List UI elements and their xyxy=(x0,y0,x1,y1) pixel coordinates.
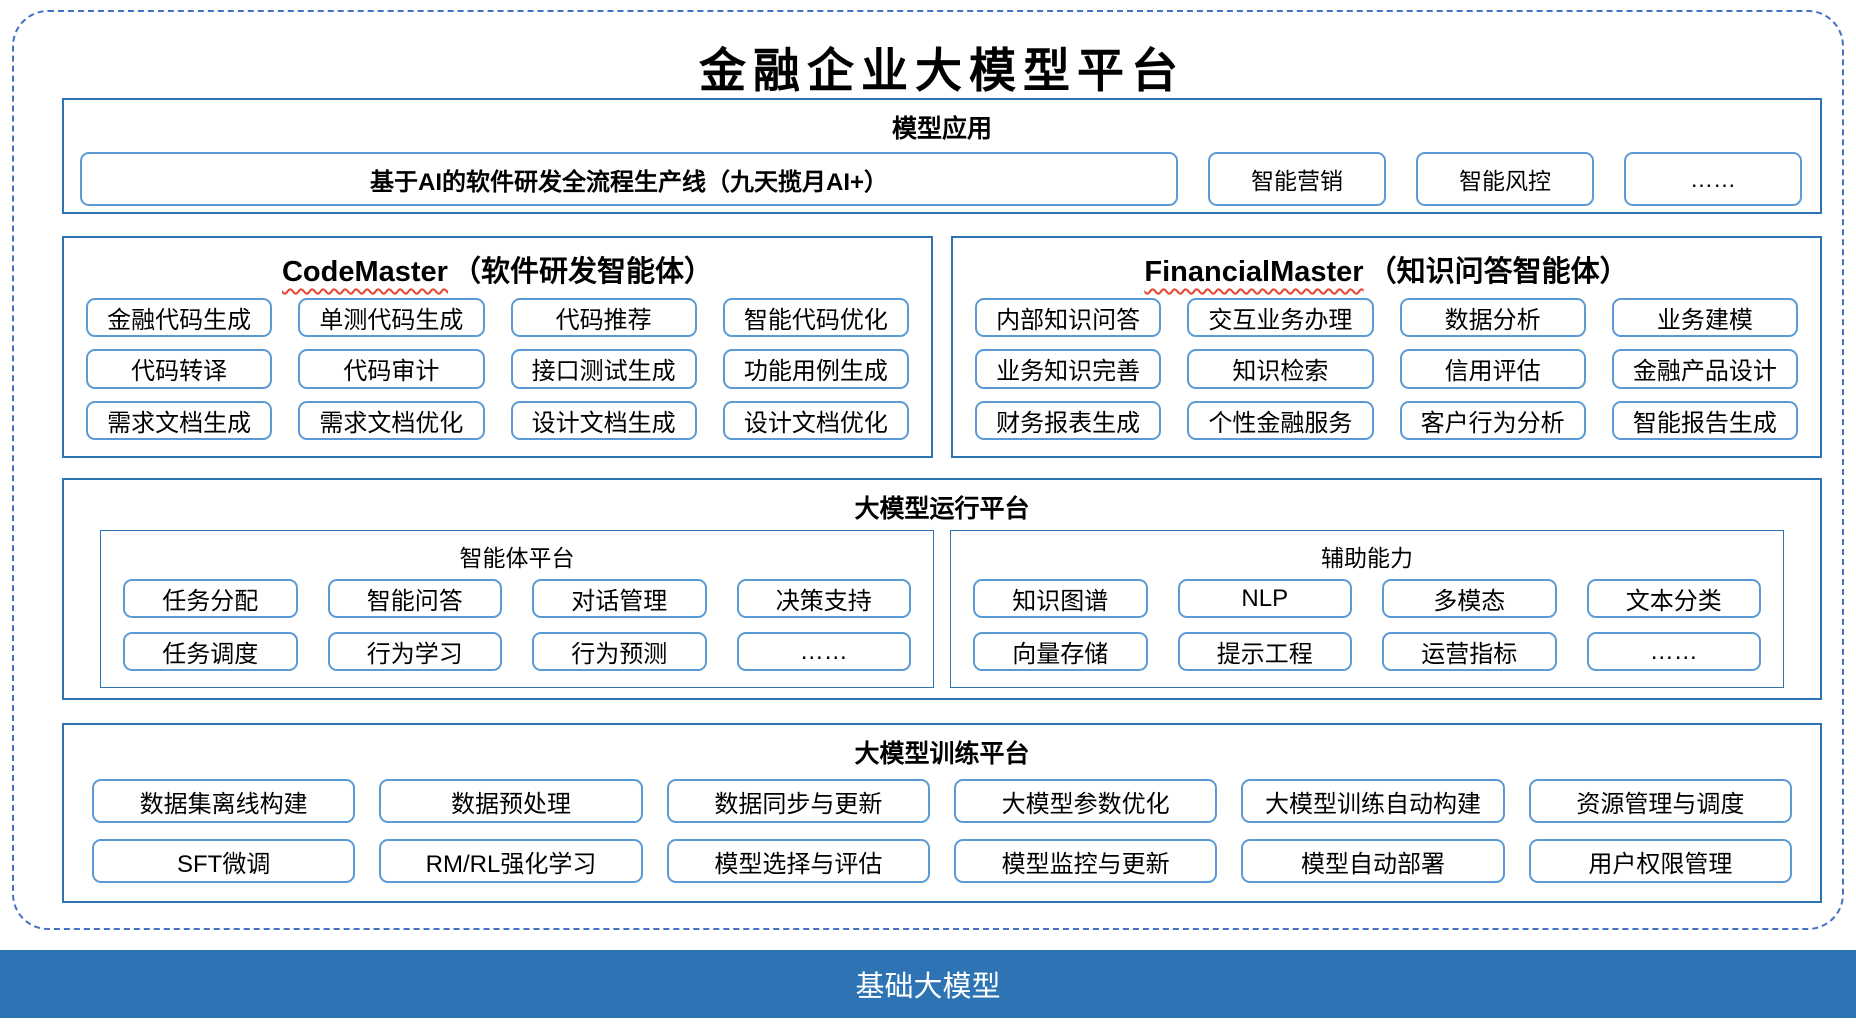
financialmaster-item-box: 客户行为分析 xyxy=(1399,400,1586,440)
training-item-box: 资源管理与调度 xyxy=(1528,779,1792,823)
agent-platform-item-box: …… xyxy=(736,632,911,671)
codemaster-item-box: 需求文档生成 xyxy=(86,400,273,440)
auxiliary-item-box: 提示工程 xyxy=(1177,632,1352,671)
agent-platform-item-box: 行为学习 xyxy=(327,632,502,671)
agent-platform-header: 智能体平台 xyxy=(459,545,575,571)
auxiliary-item-box: …… xyxy=(1586,632,1761,671)
training-platform-header: 大模型训练平台 xyxy=(854,740,1030,768)
agents-row: CodeMaster（软件研发智能体） 金融代码生成 单测代码生成 代码推荐 智… xyxy=(62,236,1822,458)
codemaster-item-box: 金融代码生成 xyxy=(86,298,273,338)
section-training-platform: 大模型训练平台 数据集离线构建 数据预处理 数据同步与更新 大模型参数优化 大模… xyxy=(62,723,1822,903)
foundation-model-label: 基础大模型 xyxy=(855,971,1001,1003)
training-item-box: 大模型参数优化 xyxy=(954,779,1218,823)
training-platform-grid: 数据集离线构建 数据预处理 数据同步与更新 大模型参数优化 大模型训练自动构建 … xyxy=(64,775,1820,901)
model-applications-row: 基于AI的软件研发全流程生产线（九天揽月AI+） 智能营销 智能风控 …… xyxy=(64,150,1820,206)
training-item-box: 模型监控与更新 xyxy=(954,839,1218,883)
training-item-box: 数据同步与更新 xyxy=(666,779,930,823)
codemaster-item-box: 代码推荐 xyxy=(510,298,697,338)
financialmaster-item-box: 交互业务办理 xyxy=(1187,298,1374,338)
runtime-platform-header: 大模型运行平台 xyxy=(854,495,1030,523)
codemaster-name-cn: （软件研发智能体） xyxy=(451,256,713,288)
app-more-box: …… xyxy=(1624,152,1802,206)
financialmaster-item-box: 数据分析 xyxy=(1399,298,1586,338)
codemaster-item-box: 代码转译 xyxy=(86,349,273,389)
agent-platform-item-box: 对话管理 xyxy=(532,579,707,618)
financialmaster-item-box: 金融产品设计 xyxy=(1611,349,1798,389)
financialmaster-name-en: FinancialMaster xyxy=(1144,256,1364,288)
codemaster-item-box: 单测代码生成 xyxy=(298,298,485,338)
section-runtime-platform: 大模型运行平台 智能体平台 任务分配 智能问答 对话管理 决策支持 任务调度 行… xyxy=(62,478,1822,700)
financialmaster-grid: 内部知识问答 交互业务办理 数据分析 业务建模 业务知识完善 知识检索 信用评估… xyxy=(953,296,1820,456)
auxiliary-item-box: 多模态 xyxy=(1382,579,1557,618)
codemaster-item-box: 设计文档生成 xyxy=(510,400,697,440)
agent-platform-item-box: 任务调度 xyxy=(123,632,298,671)
training-item-box: 大模型训练自动构建 xyxy=(1241,779,1505,823)
codemaster-item-box: 功能用例生成 xyxy=(722,349,909,389)
training-item-box: 模型选择与评估 xyxy=(666,839,930,883)
codemaster-grid: 金融代码生成 单测代码生成 代码推荐 智能代码优化 代码转译 代码审计 接口测试… xyxy=(64,296,931,456)
agent-platform-item-box: 行为预测 xyxy=(532,632,707,671)
financialmaster-name-cn: （知识问答智能体） xyxy=(1367,256,1629,288)
financialmaster-item-box: 信用评估 xyxy=(1399,349,1586,389)
training-item-box: 数据集离线构建 xyxy=(92,779,356,823)
app-smart-marketing-box: 智能营销 xyxy=(1208,152,1386,206)
agent-platform-grid: 任务分配 智能问答 对话管理 决策支持 任务调度 行为学习 行为预测 …… xyxy=(101,575,933,687)
agent-platform-item-box: 决策支持 xyxy=(736,579,911,618)
financialmaster-item-box: 业务知识完善 xyxy=(975,349,1162,389)
codemaster-item-box: 接口测试生成 xyxy=(510,349,697,389)
financialmaster-header: FinancialMaster（知识问答智能体） xyxy=(953,238,1820,296)
codemaster-item-box: 代码审计 xyxy=(298,349,485,389)
model-applications-header: 模型应用 xyxy=(891,115,992,143)
auxiliary-capability-box: 辅助能力 知识图谱 NLP 多模态 文本分类 向量存储 提示工程 运营指标 …… xyxy=(950,530,1784,688)
auxiliary-item-box: NLP xyxy=(1177,579,1352,618)
auxiliary-item-box: 运营指标 xyxy=(1382,632,1557,671)
section-codemaster: CodeMaster（软件研发智能体） 金融代码生成 单测代码生成 代码推荐 智… xyxy=(62,236,933,458)
agent-platform-box: 智能体平台 任务分配 智能问答 对话管理 决策支持 任务调度 行为学习 行为预测… xyxy=(100,530,934,688)
section-model-applications: 模型应用 基于AI的软件研发全流程生产线（九天揽月AI+） 智能营销 智能风控 … xyxy=(62,98,1822,214)
training-item-box: RM/RL强化学习 xyxy=(379,839,643,883)
auxiliary-item-box: 知识图谱 xyxy=(973,579,1148,618)
codemaster-item-box: 智能代码优化 xyxy=(722,298,909,338)
financialmaster-item-box: 业务建模 xyxy=(1611,298,1798,338)
foundation-model-bar: 基础大模型 xyxy=(0,950,1856,1018)
runtime-row: 智能体平台 任务分配 智能问答 对话管理 决策支持 任务调度 行为学习 行为预测… xyxy=(64,530,1820,702)
training-item-box: 用户权限管理 xyxy=(1528,839,1792,883)
financialmaster-item-box: 知识检索 xyxy=(1187,349,1374,389)
codemaster-item-box: 需求文档优化 xyxy=(298,400,485,440)
agent-platform-item-box: 智能问答 xyxy=(327,579,502,618)
auxiliary-capability-grid: 知识图谱 NLP 多模态 文本分类 向量存储 提示工程 运营指标 …… xyxy=(951,575,1783,687)
codemaster-name-en: CodeMaster xyxy=(281,256,448,288)
financialmaster-item-box: 财务报表生成 xyxy=(975,400,1162,440)
auxiliary-item-box: 向量存储 xyxy=(973,632,1148,671)
app-pipeline-box: 基于AI的软件研发全流程生产线（九天揽月AI+） xyxy=(80,152,1178,206)
financialmaster-item-box: 内部知识问答 xyxy=(975,298,1162,338)
financialmaster-item-box: 智能报告生成 xyxy=(1611,400,1798,440)
auxiliary-capability-header: 辅助能力 xyxy=(1321,545,1413,571)
codemaster-item-box: 设计文档优化 xyxy=(722,400,909,440)
training-item-box: 模型自动部署 xyxy=(1241,839,1505,883)
page-title: 金融企业大模型平台 xyxy=(699,44,1185,99)
codemaster-header: CodeMaster（软件研发智能体） xyxy=(64,238,931,296)
platform-frame: 金融企业大模型平台 模型应用 基于AI的软件研发全流程生产线（九天揽月AI+） … xyxy=(12,10,1844,930)
training-item-box: 数据预处理 xyxy=(379,779,643,823)
financialmaster-item-box: 个性金融服务 xyxy=(1187,400,1374,440)
training-item-box: SFT微调 xyxy=(92,839,356,883)
section-financialmaster: FinancialMaster（知识问答智能体） 内部知识问答 交互业务办理 数… xyxy=(951,236,1822,458)
auxiliary-item-box: 文本分类 xyxy=(1586,579,1761,618)
app-smart-risk-box: 智能风控 xyxy=(1416,152,1594,206)
agent-platform-item-box: 任务分配 xyxy=(123,579,298,618)
